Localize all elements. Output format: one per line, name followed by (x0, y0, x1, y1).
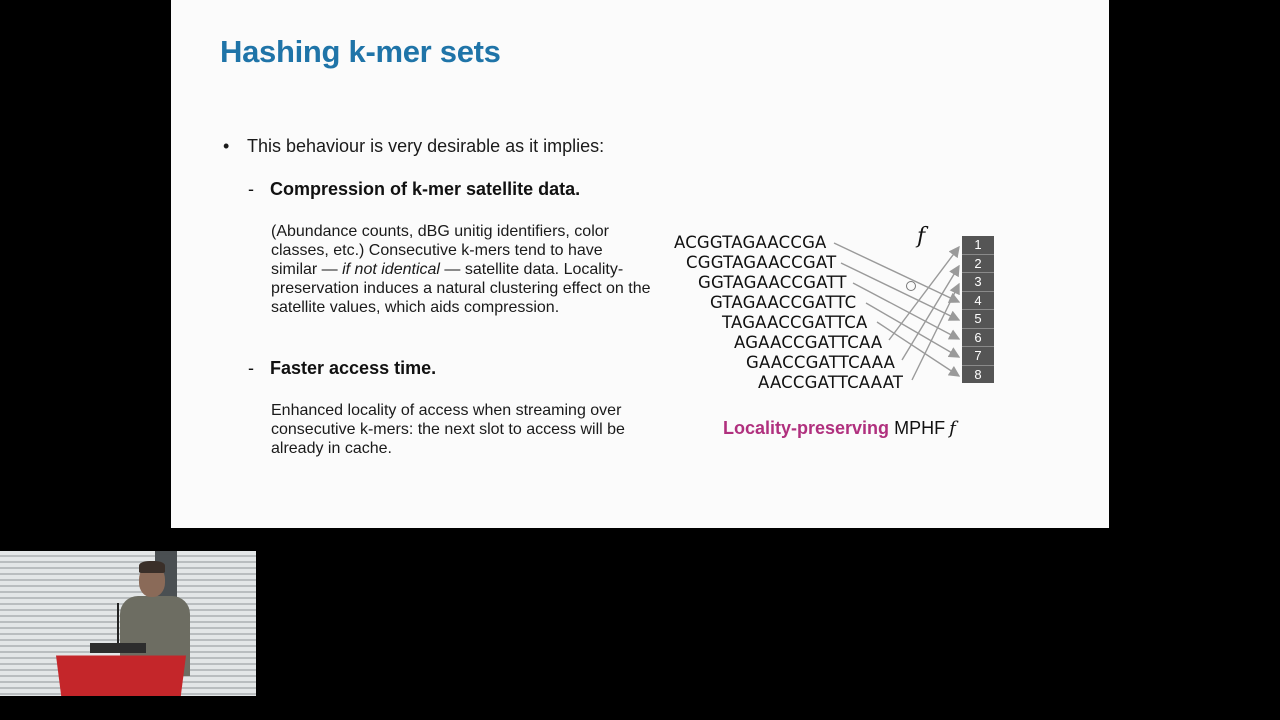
caption-symbol: f (949, 418, 956, 439)
pointer-cursor-icon (906, 281, 916, 291)
body-text: (Abundance counts, dBG unitig identifier… (271, 223, 609, 278)
kmer-3: GGTAGAACCGATT (698, 273, 847, 292)
heading-text: Faster access time. (270, 358, 437, 378)
slot-6: 6 (962, 328, 994, 347)
slot-8: 8 (962, 365, 994, 383)
point-access-heading: -Faster access time. (248, 358, 436, 379)
arrow-6-to-1 (888, 245, 960, 341)
bullet-marker: • (223, 136, 230, 156)
point-compression-heading: -Compression of k-mer satellite data. (248, 179, 580, 200)
kmer-6: AGAACCGATTCAA (734, 333, 883, 352)
mapping-arrows (833, 242, 961, 381)
speaker-hair (139, 561, 165, 573)
arrow-4-to-7 (865, 302, 961, 358)
kmer-5: TAGAACCGATTCA (722, 313, 868, 332)
kmer-2: CGGTAGAACCGAT (686, 253, 837, 272)
dash-marker: - (248, 179, 254, 199)
body-italic: if not identical (342, 261, 440, 278)
point-access-body: Enhanced locality of access when streami… (271, 402, 625, 457)
caption-text: MPHF (894, 418, 946, 438)
caption-accent: Locality-preserving (723, 418, 890, 438)
laptop (90, 643, 146, 653)
slot-4: 4 (962, 291, 994, 310)
slot-1: 1 (962, 236, 994, 255)
kmer-4: GTAGAACCGATTC (710, 293, 857, 312)
slot-3: 3 (962, 273, 994, 292)
slot-2: 2 (962, 254, 994, 273)
hash-slots: 1 2 3 4 5 6 7 8 (962, 236, 994, 383)
point-compression-body: (Abundance counts, dBG unitig identifier… (271, 222, 651, 317)
microphone-icon (117, 603, 119, 645)
kmer-1: ACGGTAGAACCGA (674, 233, 827, 252)
red-podium (56, 655, 186, 696)
main-bullet: • This behaviour is very desirable as it … (223, 136, 604, 157)
slot-7: 7 (962, 347, 994, 366)
kmer-7: GAACCGATTCAAA (746, 353, 896, 372)
bullet-text: This behaviour is very desirable as it i… (247, 136, 605, 156)
slot-5: 5 (962, 310, 994, 329)
arrow-2-to-5 (840, 262, 961, 321)
kmer-8: AACCGATTCAAAT (758, 373, 904, 392)
dash-marker: - (248, 358, 254, 378)
arrow-5-to-8 (876, 321, 961, 377)
body-text: — satellite data. Locality-preservation … (271, 261, 651, 316)
speaker-video-inset (0, 551, 256, 696)
arrow-3-to-6 (852, 282, 961, 340)
arrow-1-to-4 (833, 242, 961, 303)
arrow-7-to-2 (901, 264, 960, 361)
slide-title: Hashing k-mer sets (220, 34, 501, 69)
presentation-slide: Hashing k-mer sets • This behaviour is ve… (171, 0, 1109, 528)
heading-text: Compression of k-mer satellite data. (270, 179, 581, 199)
function-f-label: f (917, 224, 926, 249)
arrow-8-to-3 (911, 282, 960, 381)
